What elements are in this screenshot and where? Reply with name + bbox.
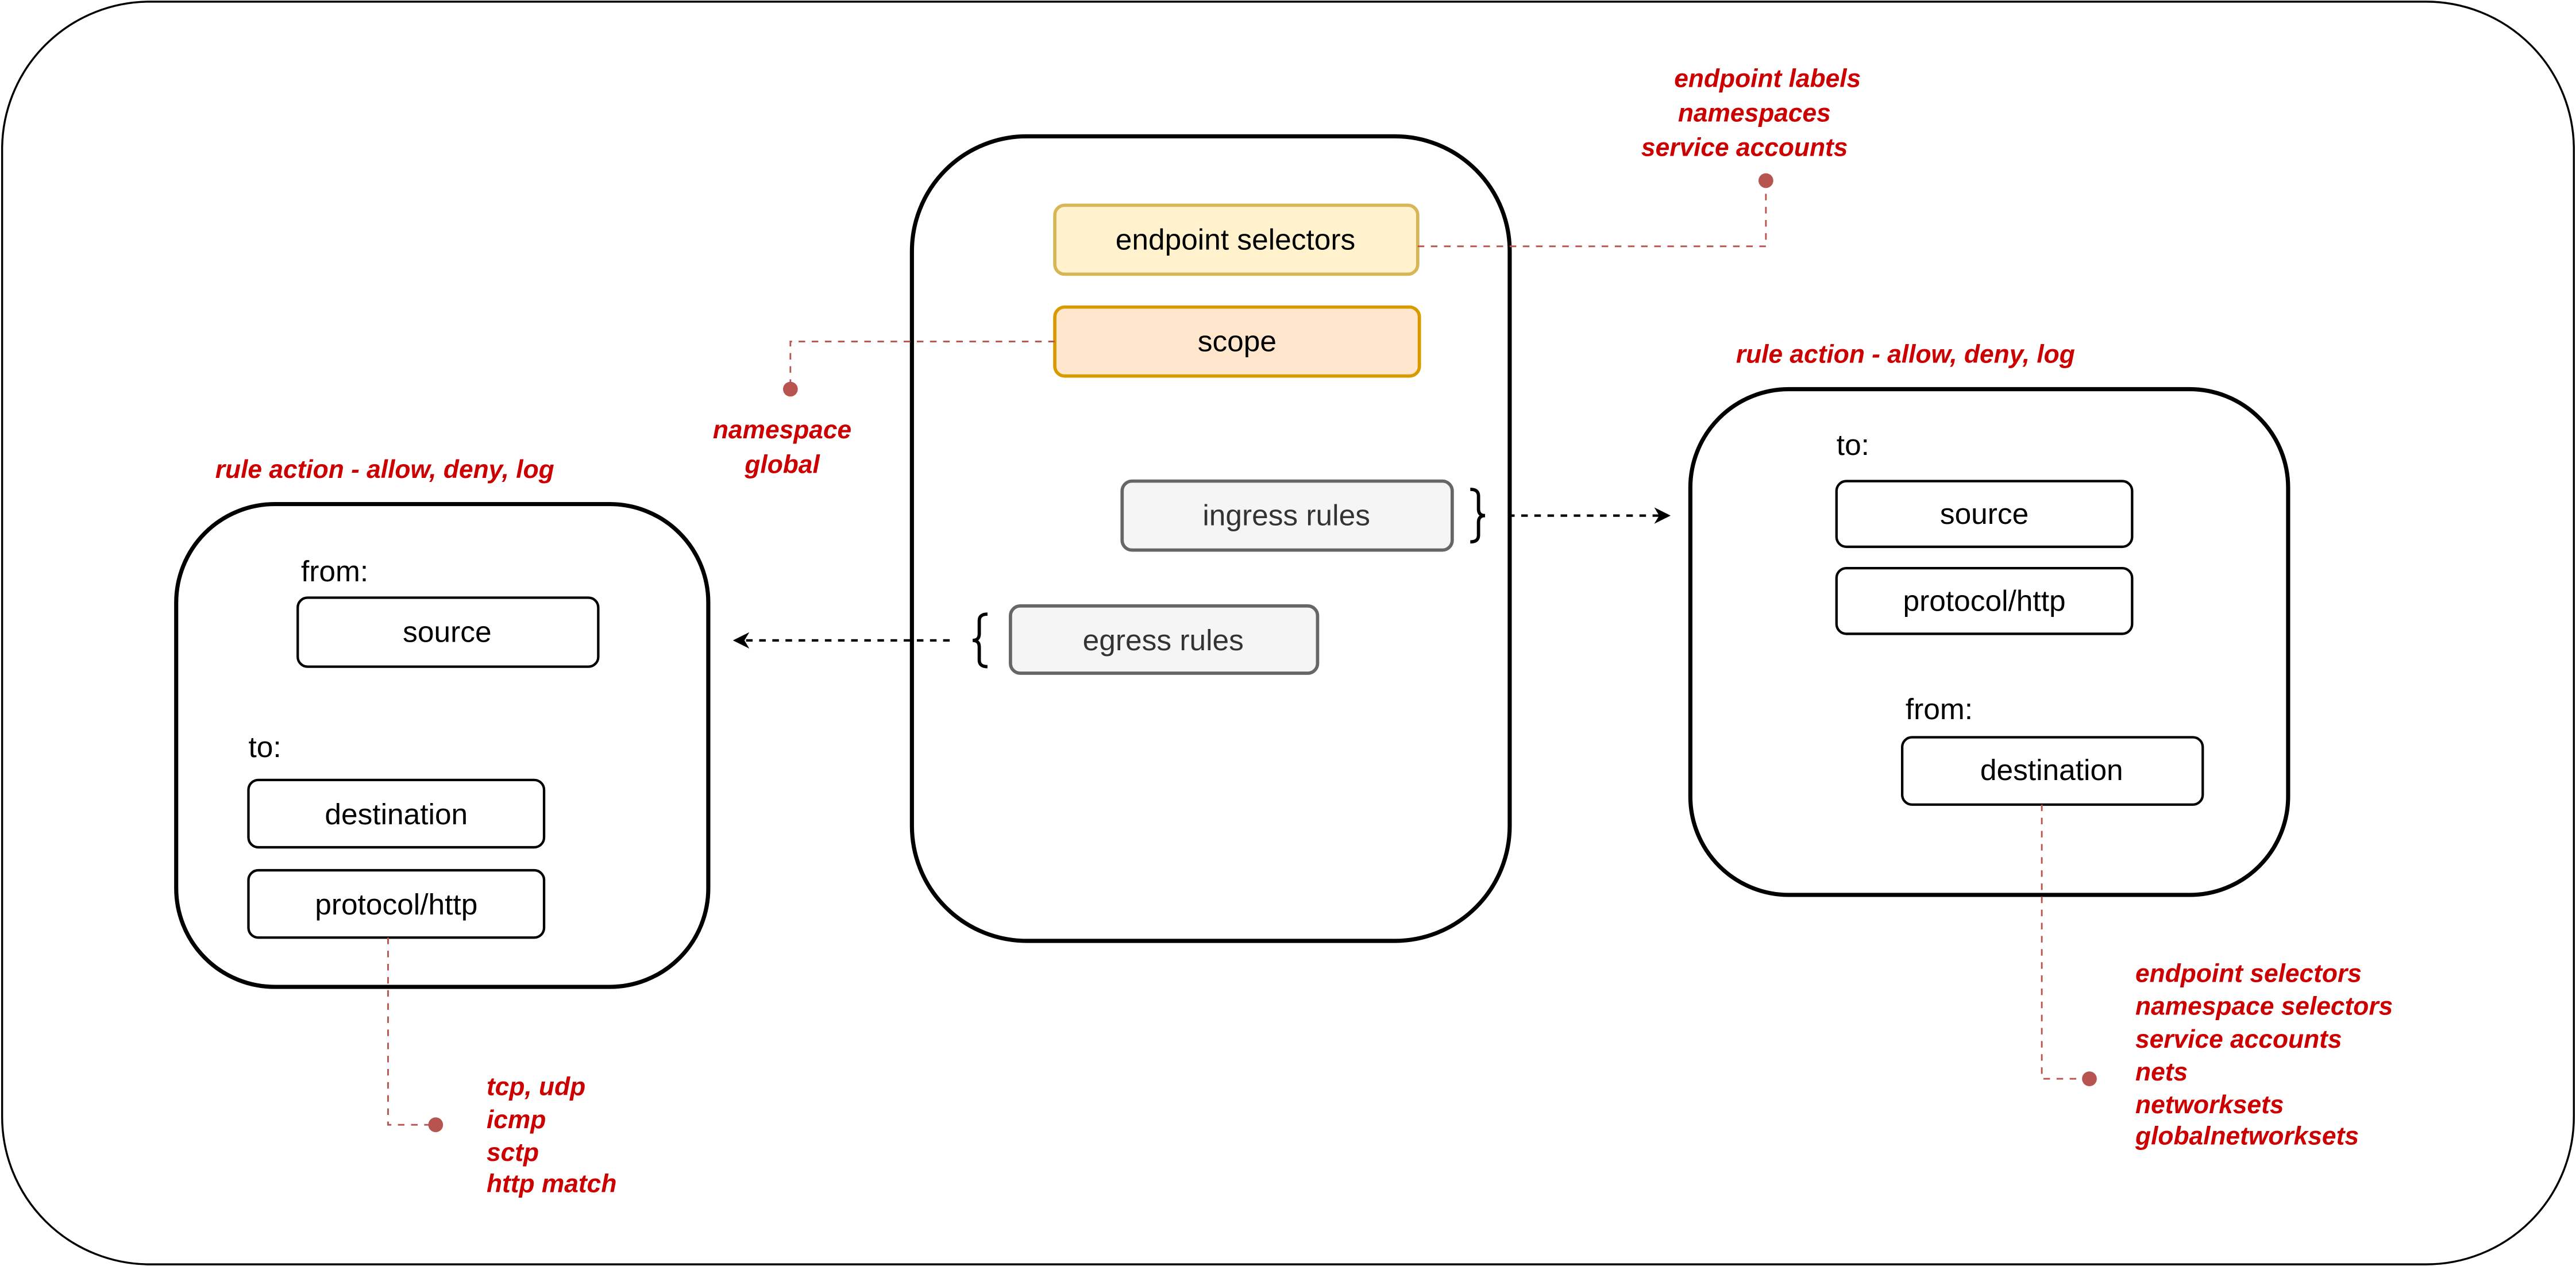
endpoint-notes-dot [1758, 173, 1773, 188]
destination-notes-connector [2041, 804, 2087, 1080]
policy-box [909, 134, 1512, 943]
note-endpoint-selectors: endpoint selectors [2135, 959, 2362, 987]
rule-action-left: rule action - allow, deny, log [215, 456, 554, 484]
egress-rule-box [174, 502, 711, 989]
destination-notes-dot [2082, 1071, 2097, 1086]
ingress-destination-label: destination [1980, 753, 2123, 786]
ingress-rule-box [1688, 387, 2290, 897]
note-http-match: http match [487, 1169, 616, 1198]
ingress-protocol-label: protocol/http [1903, 584, 2066, 617]
egress-rules-label: egress rules [1083, 623, 1244, 657]
note-networksets: networksets [2135, 1091, 2284, 1119]
note-namespace-selectors: namespace selectors [2135, 993, 2393, 1021]
scope-label: scope [1198, 325, 1277, 358]
egress-destination-box [247, 778, 546, 849]
ingress-source-label: source [1940, 497, 2029, 530]
scope-notes-connector [789, 341, 1055, 386]
note-tcp-udp: tcp, udp [487, 1073, 585, 1101]
ingress-source-box [1835, 480, 2134, 549]
egress-source-label: source [403, 615, 491, 649]
endpoint-selectors-label: endpoint selectors [1116, 223, 1355, 256]
note-sctp: sctp [487, 1138, 539, 1167]
ingress-to-label: to: [1837, 428, 1869, 461]
note-endpoint-labels: endpoint labels [1674, 65, 1861, 93]
note-nets: nets [2135, 1058, 2188, 1086]
note-namespaces: namespaces [1678, 99, 1831, 128]
egress-brace [972, 612, 988, 669]
ingress-protocol-box [1835, 566, 2134, 635]
egress-protocol-label: protocol/http [315, 887, 477, 921]
egress-destination-label: destination [325, 797, 468, 831]
ingress-brace [1470, 488, 1486, 544]
rule-action-right: rule action - allow, deny, log [1736, 341, 2075, 369]
scope-box: scope [1053, 305, 1421, 378]
egress-rules-box: egress rules [1009, 604, 1320, 675]
endpoint-selectors-box: endpoint selectors [1053, 203, 1420, 276]
ingress-rules-box: ingress rules [1120, 479, 1454, 552]
egress-to-label: to: [248, 730, 281, 763]
egress-source-box [296, 596, 600, 668]
endpoint-notes-connector [1417, 184, 1767, 248]
scope-notes-dot [782, 381, 798, 397]
egress-from-label: from: [301, 554, 368, 588]
ingress-from-label: from: [1906, 692, 1973, 725]
note-global: global [744, 450, 820, 478]
ingress-destination-box [1900, 736, 2204, 806]
note-namespace: namespace [713, 416, 851, 444]
egress-protocol-box [247, 869, 546, 939]
ingress-rules-label: ingress rules [1202, 499, 1370, 532]
note-service-accounts: service accounts [1641, 134, 1848, 162]
note-icmp: icmp [487, 1106, 546, 1134]
note-globalnetworksets: globalnetworksets [2135, 1122, 2359, 1150]
protocol-notes-dot [428, 1117, 444, 1133]
note-dest-service-accounts: service accounts [2135, 1025, 2342, 1053]
protocol-notes-connector [387, 937, 431, 1126]
